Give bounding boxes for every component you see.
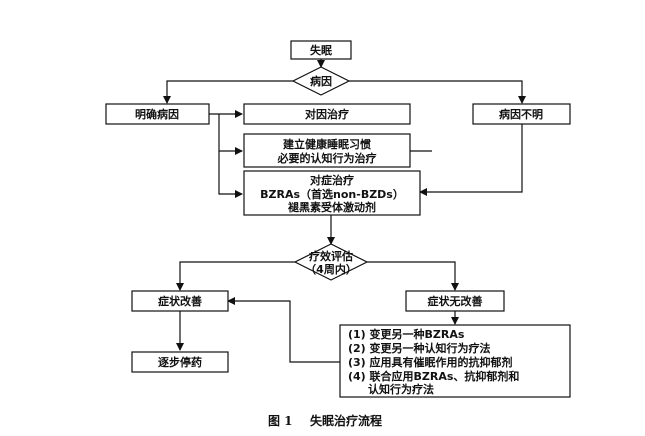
option-4-line2: 认知行为疗法: [368, 382, 434, 396]
node-improved: 症状改善: [131, 290, 229, 312]
node-evaluation: 疗效评估 （4周内）: [293, 243, 369, 281]
node-not-improved-label: 症状无改善: [428, 294, 483, 308]
arrow-cause-clear: [163, 80, 293, 104]
node-symptomatic-line2: BZRAs（首选non-BZDs）: [260, 187, 404, 201]
node-cause: 病因: [291, 66, 351, 96]
arrow-evaluation-not-improved: [367, 261, 459, 291]
option-1: (1) 变更另一种BZRAs: [348, 327, 465, 341]
figure-caption: 图 1 失眠治疗流程: [268, 413, 382, 428]
node-not-improved: 症状无改善: [405, 290, 505, 312]
node-cause-treatment-label: 对因治疗: [305, 107, 349, 121]
arrow-clear-symptomatic: [218, 151, 243, 198]
option-2: (2) 变更另一种认知行为疗法: [348, 341, 491, 355]
node-insomnia: 失眠: [290, 40, 352, 60]
arrow-evaluation-improved: [176, 261, 295, 291]
arrow-cause-unknown: [349, 80, 526, 104]
arrow-clear-habits: [218, 114, 243, 155]
node-sleep-habits: 建立健康睡眠习惯 必要的认知行为治疗: [243, 133, 411, 168]
option-3: (3) 应用具有催眠作用的抗抑郁剂: [348, 355, 513, 369]
caption-label: 图 1: [268, 414, 293, 428]
arrow-unknown-symptomatic: [419, 124, 523, 196]
node-insomnia-label: 失眠: [310, 43, 332, 57]
option-4-line1: (4) 联合应用BZRAs、抗抑郁剂和: [348, 369, 519, 383]
node-options: (1) 变更另一种BZRAs (2) 变更另一种认知行为疗法 (3) 应用具有催…: [339, 324, 571, 398]
node-clear-cause: 明确病因: [105, 103, 210, 125]
node-sleep-habits-line1: 建立健康睡眠习惯: [283, 137, 371, 151]
node-unknown-cause: 病因不明: [472, 103, 571, 125]
node-clear-cause-label: 明确病因: [135, 107, 179, 121]
node-sleep-habits-line2: 必要的认知行为治疗: [277, 151, 377, 165]
node-improved-label: 症状改善: [158, 294, 202, 308]
node-symptomatic: 对症治疗 BZRAs（首选non-BZDs） 褪黑素受体激动剂: [243, 170, 421, 216]
arrow-options-improved: [227, 297, 340, 363]
connectors: [163, 59, 526, 363]
caption-title: 失眠治疗流程: [310, 413, 382, 428]
node-cause-label: 病因: [310, 74, 332, 88]
node-evaluation-line1: 疗效评估: [309, 249, 353, 263]
node-unknown-cause-label: 病因不明: [499, 107, 543, 121]
node-cause-treatment: 对因治疗: [243, 103, 411, 125]
node-taper-label: 逐步停药: [158, 355, 202, 369]
node-symptomatic-line3: 褪黑素受体激动剂: [288, 200, 376, 214]
node-symptomatic-line1: 对症治疗: [310, 173, 354, 187]
node-taper: 逐步停药: [131, 351, 229, 373]
node-evaluation-line2: （4周内）: [305, 262, 357, 276]
